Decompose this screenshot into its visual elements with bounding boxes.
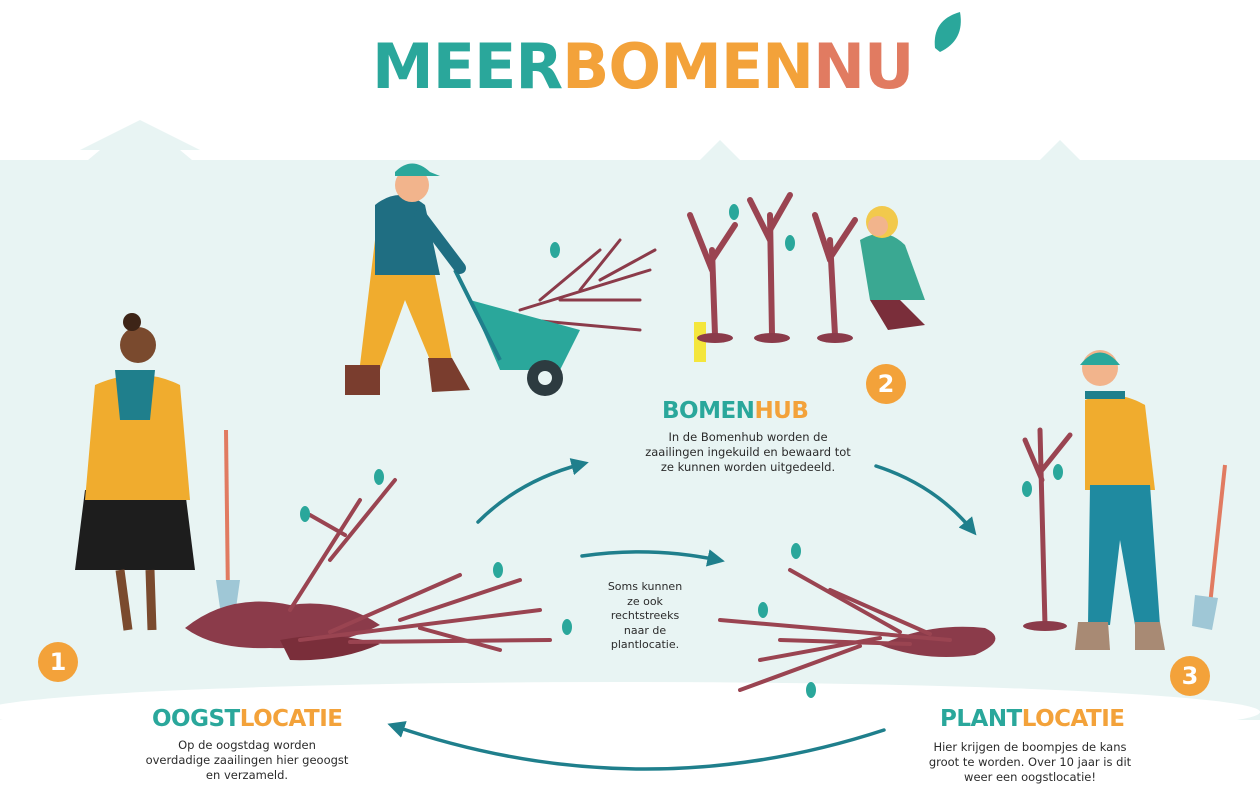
description-line: weer een oogstlocatie! xyxy=(964,770,1096,784)
description-line: zaailingen ingekuild en bewaard tot xyxy=(645,445,851,459)
step-description-plantlocatie: Hier krijgen de boompjes de kans groot t… xyxy=(920,740,1140,785)
step-number-1: 1 xyxy=(38,642,78,682)
step-description-bomenhub: In de Bomenhub worden de zaailingen inge… xyxy=(628,430,868,475)
logo-part-bomen: BOMEN xyxy=(562,30,814,103)
shortcut-line: plantlocatie. xyxy=(610,638,680,651)
description-line: ze kunnen worden uitgedeeld. xyxy=(660,460,836,474)
person-planting xyxy=(1022,350,1227,650)
harvested-saplings xyxy=(185,478,552,661)
bomenhub-scene xyxy=(687,192,925,362)
flow-arrows xyxy=(387,458,977,771)
shortcut-line: ze ook xyxy=(627,594,663,608)
description-line: Hier krijgen de boompjes de kans xyxy=(933,740,1127,754)
step-title-part-b: LOCATIE xyxy=(239,706,343,732)
step-title-plantlocatie: PLANTLOCATIE xyxy=(940,706,1125,732)
step-title-bomenhub: BOMENHUB xyxy=(662,398,809,424)
step-number-3: 3 xyxy=(1170,656,1210,696)
shortcut-line: naar de xyxy=(623,623,667,637)
shortcut-note: Soms kunnen ze ook rechtstreeks naar de … xyxy=(598,580,692,653)
step-title-part-b: LOCATIE xyxy=(1021,706,1125,732)
leaves-decoration xyxy=(300,204,1063,698)
arrow-3-to-1 xyxy=(387,721,886,771)
arrow-2-to-3 xyxy=(874,464,977,536)
step-description-oogstlocatie: Op de oogstdag worden overdadige zaailin… xyxy=(132,738,362,783)
saplings-to-plant xyxy=(718,568,996,692)
step-title-part-a: PLANT xyxy=(940,706,1022,732)
step-title-oogstlocatie: OOGSTLOCATIE xyxy=(152,706,343,732)
person-harvesting xyxy=(75,313,240,631)
description-line: In de Bomenhub worden de xyxy=(668,430,828,444)
description-line: groot te worden. Over 10 jaar is dit xyxy=(928,755,1132,769)
logo-leaf-icon xyxy=(934,12,961,52)
logo-part-nu: NU xyxy=(813,30,914,103)
logo: MEERBOMENNU xyxy=(372,30,972,110)
shortcut-line: rechtstreeks xyxy=(610,609,680,622)
shortcut-line: Soms kunnen xyxy=(607,580,683,593)
description-line: en verzameld. xyxy=(205,768,289,782)
arrow-1-to-2 xyxy=(476,458,589,524)
step-title-part-a: OOGST xyxy=(152,706,240,732)
step-title-part-b: HUB xyxy=(754,398,809,424)
step-number-2: 2 xyxy=(866,364,906,404)
logo-part-meer: MEER xyxy=(372,30,563,103)
description-line: Op de oogstdag worden xyxy=(178,738,316,752)
step-title-part-a: BOMEN xyxy=(662,398,755,424)
arrow-1-to-3-direct xyxy=(580,549,725,567)
person-with-wheelbarrow xyxy=(345,163,657,396)
description-line: overdadige zaailingen hier geoogst xyxy=(145,753,349,767)
